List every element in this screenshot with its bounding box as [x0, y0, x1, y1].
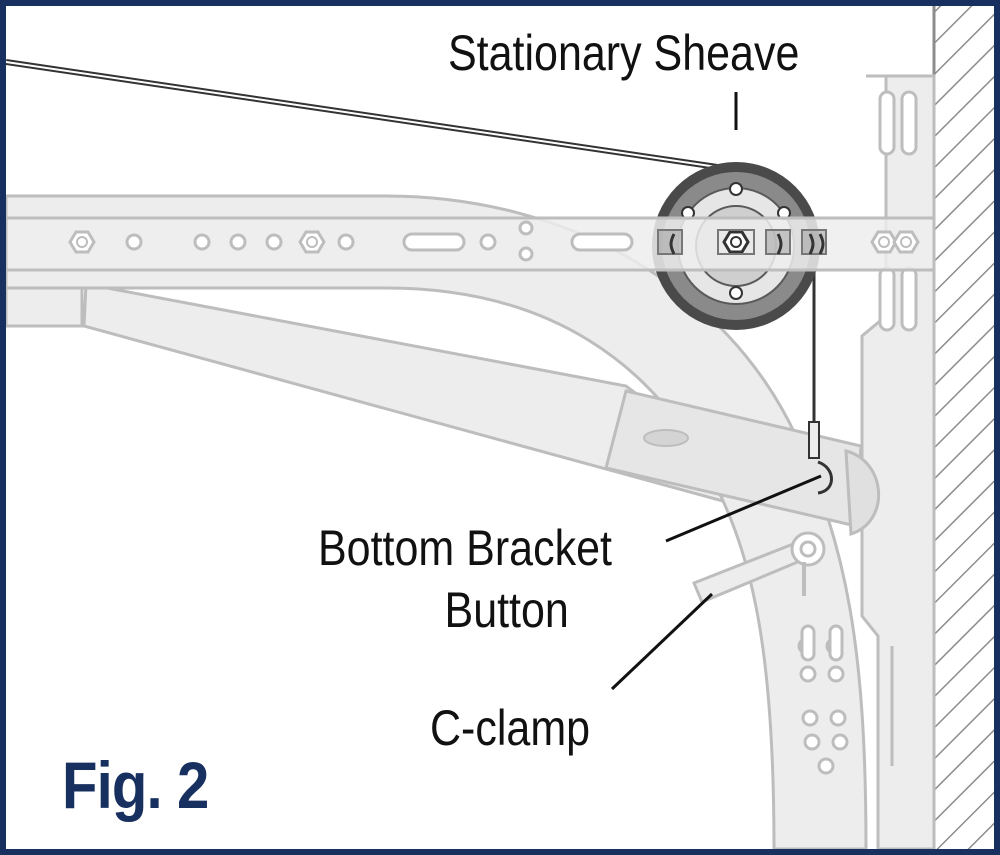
bottom-bracket-button-label: Bottom Bracket Button [318, 523, 612, 635]
bottom-bracket-label-line1: Bottom Bracket [318, 520, 612, 576]
lift-cable [6, 59, 833, 495]
leader-lines [610, 92, 822, 691]
stationary-sheave-label: Stationary Sheave [448, 25, 800, 81]
jamb-bracket [860, 74, 936, 849]
horizontal-angle-rail [6, 216, 936, 272]
c-clamp [692, 531, 826, 604]
wall [932, 6, 994, 849]
bottom-bracket [604, 389, 880, 537]
bottom-bracket-label-line2: Button [444, 582, 569, 638]
sheave-groove-marks [669, 233, 825, 255]
garage-door-hardware-diagram [6, 6, 994, 849]
figure-title: Fig. 2 [62, 748, 209, 822]
c-clamp-label: C-clamp [430, 700, 591, 756]
